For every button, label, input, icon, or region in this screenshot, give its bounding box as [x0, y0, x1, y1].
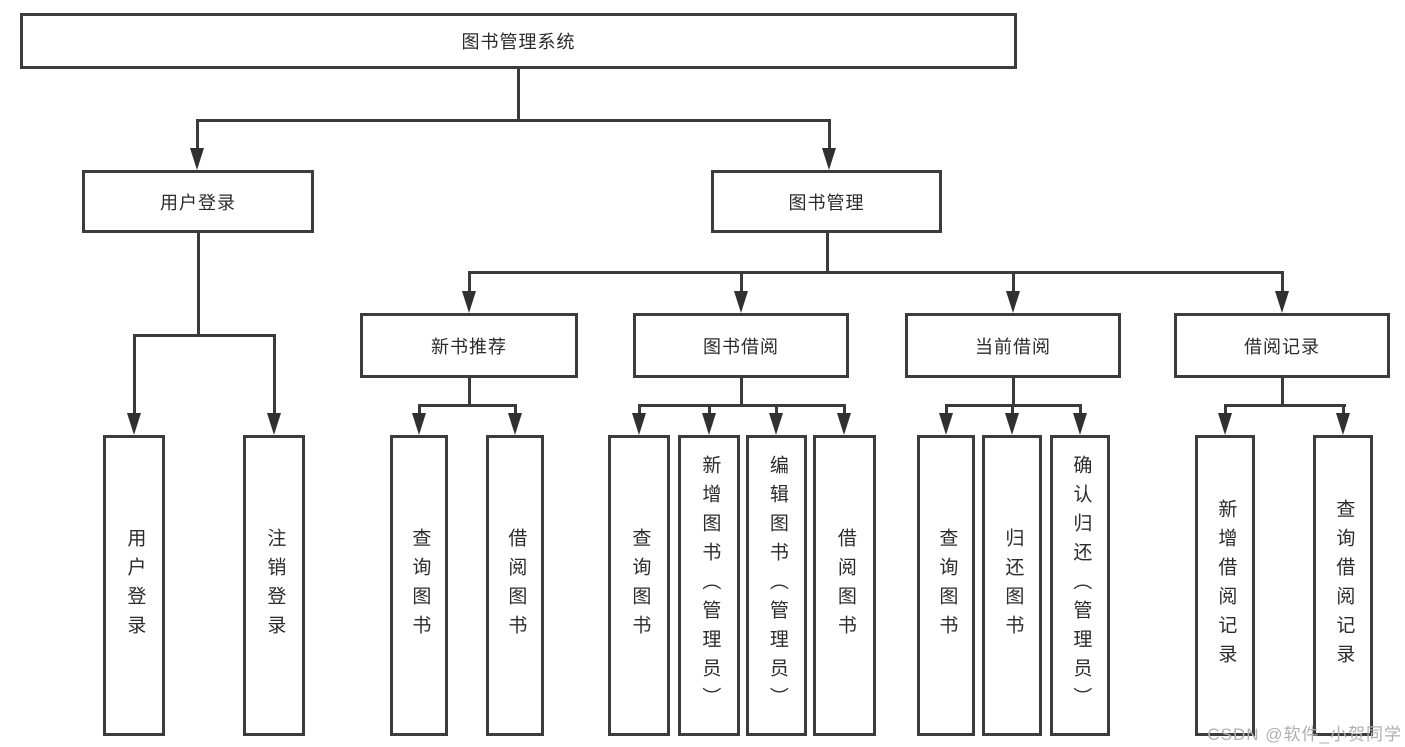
connector-borrow-records-rail	[1224, 404, 1346, 407]
connector-root-stub	[517, 69, 520, 121]
leaf-return-book: 归还图书	[982, 435, 1042, 736]
connector-to-leaf-query2	[638, 404, 641, 416]
arrowhead-borrow-records	[1275, 291, 1289, 313]
leaf-borrow-book-2: 借阅图书	[813, 435, 876, 736]
leaf-borrow-book-2-label: 借阅图书	[834, 527, 856, 644]
leaf-query-book-2-label: 查询图书	[629, 527, 651, 644]
leaf-query-book-1-label: 查询图书	[409, 527, 431, 644]
node-new-book-recommend: 新书推荐	[360, 313, 578, 378]
leaf-query-book-3: 查询图书	[917, 435, 975, 736]
connector-user-login-rail	[133, 334, 276, 337]
arrowhead-user-login	[190, 148, 204, 170]
connector-book-management-rail	[468, 271, 1284, 274]
connector-to-user-login	[196, 119, 199, 152]
arrowhead-leaf-return	[1005, 413, 1019, 435]
arrowhead-leaf-add-book	[702, 413, 716, 435]
connector-to-book-management	[828, 119, 831, 152]
connector-to-leaf-query1	[418, 404, 421, 416]
leaf-return-book-label: 归还图书	[1002, 527, 1024, 644]
leaf-query-book-1: 查询图书	[390, 435, 448, 736]
connector-to-borrow-records	[1281, 271, 1284, 297]
connector-to-leaf-query-record	[1342, 404, 1345, 416]
leaf-add-borrow-record: 新增借阅记录	[1195, 435, 1255, 736]
leaf-edit-book-admin: 编辑图书（管理员）	[746, 435, 807, 736]
leaf-confirm-return-admin: 确认归还（管理员）	[1050, 435, 1110, 736]
connector-to-leaf-borrow1	[514, 404, 517, 416]
connector-recommend-stub	[468, 378, 471, 407]
arrowhead-leaf-edit-book	[769, 413, 783, 435]
connector-to-book-borrow	[740, 271, 743, 297]
node-user-login: 用户登录	[82, 170, 314, 233]
arrowhead-book-borrow	[734, 291, 748, 313]
connector-to-leaf-return	[1011, 404, 1014, 416]
connector-to-leaf-add-record	[1224, 404, 1227, 416]
leaf-query-book-2: 查询图书	[608, 435, 670, 736]
leaf-add-book-admin: 新增图书（管理员）	[678, 435, 740, 736]
arrowhead-new-book-recommend	[462, 291, 476, 313]
connector-to-leaf-edit-book	[775, 404, 778, 416]
connector-book-borrow-stub	[740, 378, 743, 407]
leaf-confirm-return-admin-label: 确认归还（管理员）	[1070, 455, 1092, 716]
arrowhead-leaf-borrow1	[508, 413, 522, 435]
leaf-logout-label: 注销登录	[264, 527, 286, 644]
connector-to-current-borrow	[1012, 271, 1015, 297]
connector-to-leaf-borrow2	[843, 404, 846, 416]
leaf-edit-book-admin-label: 编辑图书（管理员）	[766, 455, 788, 716]
arrowhead-leaf-query2	[632, 413, 646, 435]
connector-book-borrow-rail	[638, 404, 846, 407]
connector-book-management-stub	[826, 233, 829, 274]
node-root: 图书管理系统	[20, 13, 1017, 69]
connector-to-leaf-query3	[945, 404, 948, 416]
leaf-user-login-label: 用户登录	[124, 527, 146, 644]
node-book-management: 图书管理	[711, 170, 942, 233]
connector-to-leaf-confirm-return	[1079, 404, 1082, 416]
connector-root-rail	[196, 119, 831, 122]
connector-current-borrow-stub	[1012, 378, 1015, 407]
arrowhead-book-management	[822, 148, 836, 170]
node-borrow-records: 借阅记录	[1174, 313, 1390, 378]
leaf-query-borrow-record: 查询借阅记录	[1313, 435, 1373, 736]
arrowhead-leaf-borrow2	[837, 413, 851, 435]
arrowhead-leaf-confirm-return	[1073, 413, 1087, 435]
leaf-borrow-book-1: 借阅图书	[486, 435, 544, 736]
connector-to-leaf-add-book	[708, 404, 711, 416]
leaf-add-book-admin-label: 新增图书（管理员）	[699, 455, 721, 716]
node-current-borrow: 当前借阅	[905, 313, 1121, 378]
leaf-add-borrow-record-label: 新增借阅记录	[1215, 498, 1237, 673]
connector-recommend-rail	[418, 404, 517, 407]
leaf-logout: 注销登录	[243, 435, 305, 736]
arrowhead-leaf-logout	[267, 413, 281, 435]
arrowhead-leaf-query1	[412, 413, 426, 435]
arrowhead-current-borrow	[1006, 291, 1020, 313]
leaf-query-book-3-label: 查询图书	[936, 527, 958, 644]
arrowhead-leaf-user-login	[127, 413, 141, 435]
connector-to-leaf-logout	[273, 334, 276, 418]
watermark: CSDN @软件_小贺同学	[1207, 725, 1402, 744]
connector-to-new-book-recommend	[468, 271, 471, 297]
node-book-borrow: 图书借阅	[633, 313, 849, 378]
arrowhead-leaf-query-record	[1336, 413, 1350, 435]
connector-borrow-records-stub	[1281, 378, 1284, 407]
leaf-query-borrow-record-label: 查询借阅记录	[1333, 498, 1355, 673]
connector-user-login-stub	[197, 233, 200, 336]
arrowhead-leaf-query3	[939, 413, 953, 435]
arrowhead-leaf-add-record	[1218, 413, 1232, 435]
leaf-borrow-book-1-label: 借阅图书	[505, 527, 527, 644]
connector-to-leaf-user-login	[133, 334, 136, 418]
leaf-user-login: 用户登录	[103, 435, 165, 736]
